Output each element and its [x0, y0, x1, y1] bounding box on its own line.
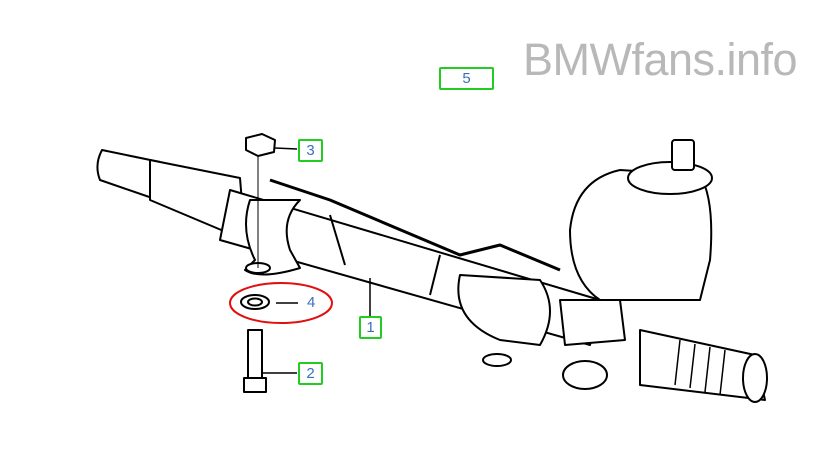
callout-5[interactable]: 5 — [439, 67, 494, 90]
callout-4[interactable]: 4 — [307, 294, 316, 311]
bolt-part-2 — [247, 329, 263, 379]
pinion-shaft — [671, 139, 695, 171]
highlight-circle — [229, 282, 333, 324]
nut-part-3 — [245, 133, 276, 157]
rack-right-boot — [639, 329, 766, 401]
watermark-logo: BMWfans.info — [523, 34, 798, 85]
rack-left-end — [96, 149, 161, 201]
callout-3[interactable]: 3 — [298, 139, 323, 162]
callout-1[interactable]: 1 — [359, 316, 382, 339]
left-clamp-bracket — [244, 199, 301, 276]
middle-clamp — [457, 274, 551, 346]
feed-pipe — [269, 178, 561, 272]
valve-housing — [569, 169, 713, 301]
callout-2[interactable]: 2 — [298, 362, 323, 385]
